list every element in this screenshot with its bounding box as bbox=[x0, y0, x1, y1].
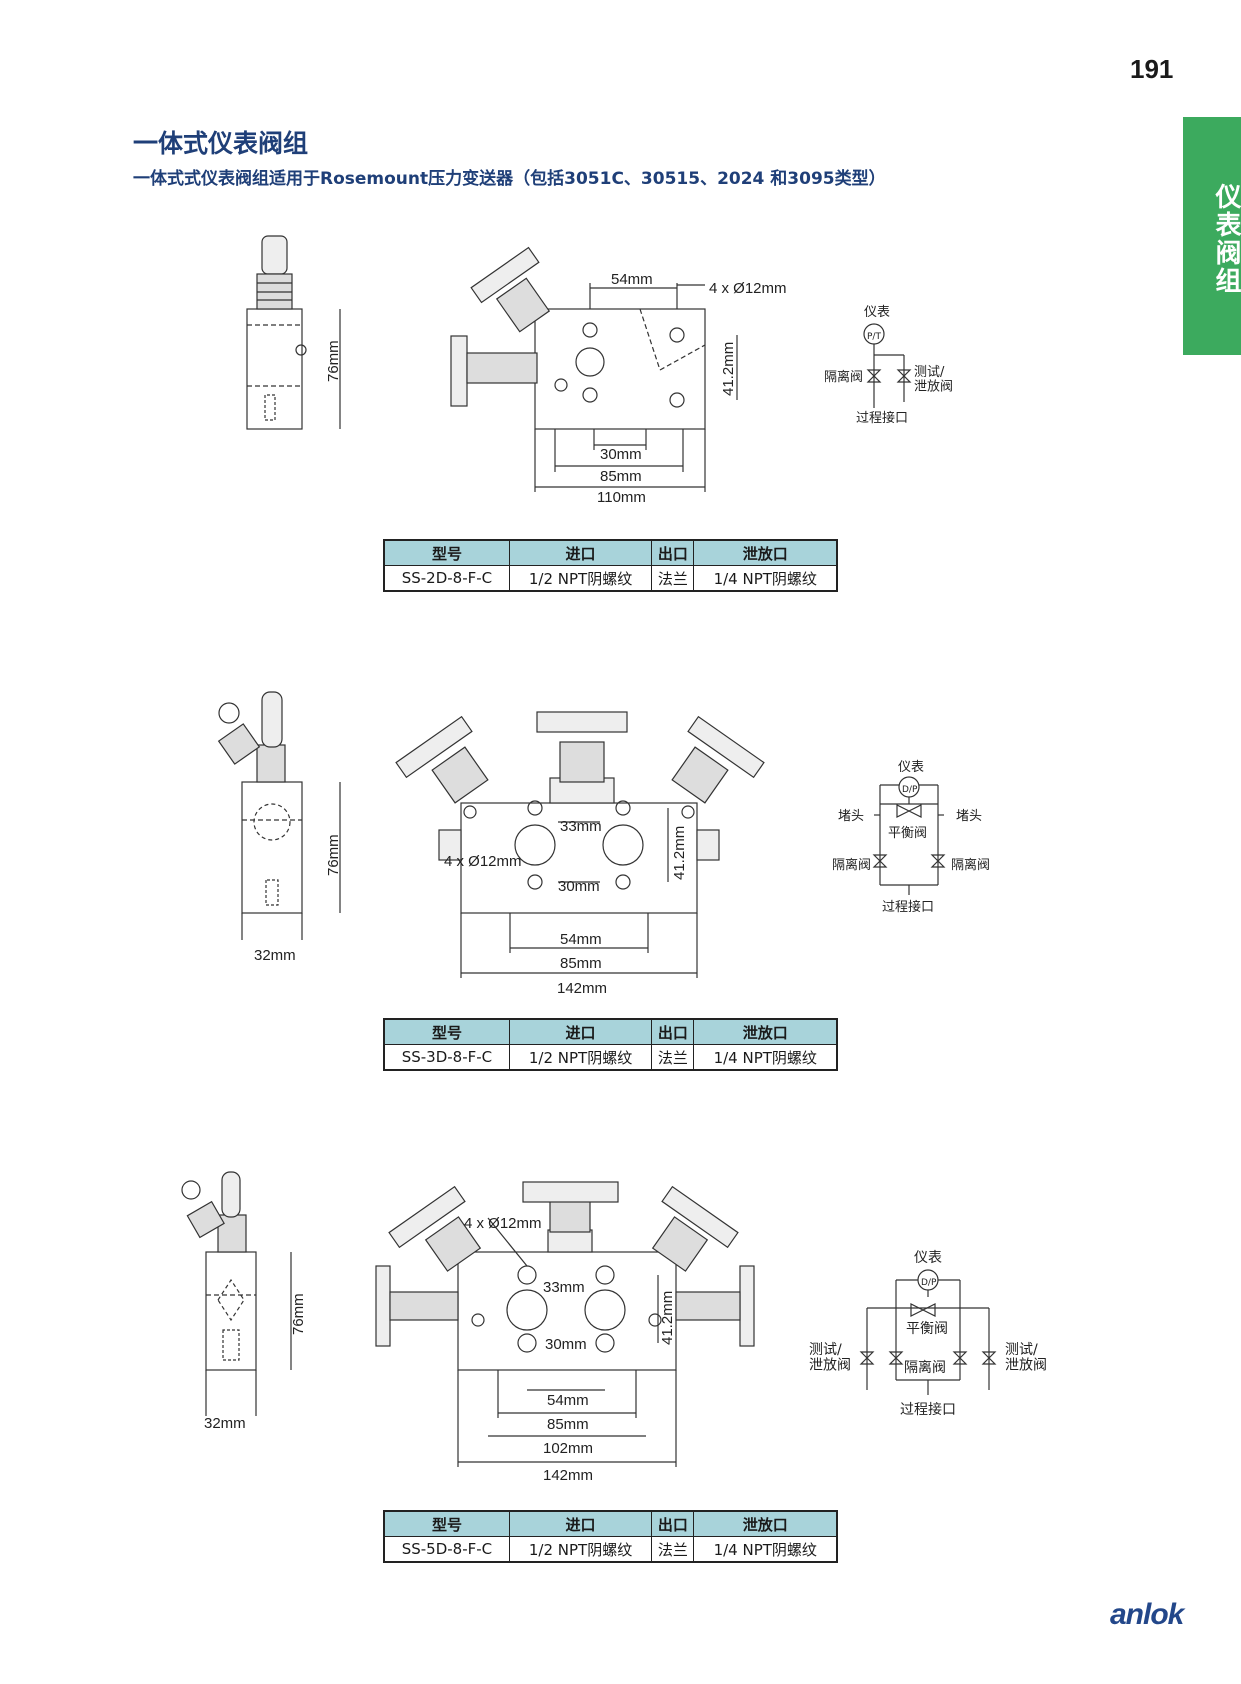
header-inlet: 进口 bbox=[508, 1510, 653, 1537]
section-tab-label: 仪表阀组 bbox=[1211, 183, 1241, 295]
header-drain: 泄放口 bbox=[693, 1018, 838, 1045]
cell-drain: 1/4 NPT阴螺纹 bbox=[693, 565, 838, 592]
dim-c: 110mm bbox=[597, 489, 646, 506]
front-view-3 bbox=[375, 1181, 755, 1467]
dim-c: 85mm bbox=[560, 955, 602, 972]
dimension-labels-3: 76mm 32mm 4 x Ø12mm 33mm 41.2mm 30mm 54m… bbox=[204, 1215, 1047, 1484]
schematic-isolation-right: 隔离阀 bbox=[951, 857, 990, 873]
dimension-labels-1: 76mm 54mm 4 x Ø12mm 41.2mm 30mm 85mm 110… bbox=[325, 271, 953, 506]
cell-outlet: 法兰 bbox=[651, 565, 695, 592]
schematic-test-vent: 测试/泄放阀 bbox=[914, 365, 953, 394]
table-header-row: 型号 进口 出口 泄放口 bbox=[383, 1018, 838, 1045]
schematic-gauge: 仪表 bbox=[914, 1250, 942, 1266]
cell-outlet: 法兰 bbox=[651, 1536, 695, 1563]
spec-table-3: 型号 进口 出口 泄放口 SS-5D-8-F-C 1/2 NPT阴螺纹 法兰 1… bbox=[383, 1510, 838, 1563]
side-view-1 bbox=[246, 235, 341, 430]
dim-holes: 4 x Ø12mm bbox=[709, 280, 787, 297]
dim-c: 85mm bbox=[547, 1416, 589, 1433]
cell-drain: 1/4 NPT阴螺纹 bbox=[693, 1536, 838, 1563]
schematic-plug-right: 堵头 bbox=[956, 809, 982, 824]
dim-height: 76mm bbox=[290, 1293, 307, 1335]
schematic-process: 过程接口 bbox=[900, 1401, 956, 1418]
schematic-test-vent-left: 测试/泄放阀 bbox=[809, 1342, 851, 1373]
dim-top: 33mm bbox=[543, 1279, 585, 1296]
schematic-1 bbox=[863, 323, 912, 408]
cell-model: SS-2D-8-F-C bbox=[383, 565, 510, 592]
dim-height: 76mm bbox=[325, 340, 342, 382]
brand-logo: anlok bbox=[1110, 1598, 1184, 1631]
page-number: 191 bbox=[1130, 54, 1174, 84]
schematic-process: 过程接口 bbox=[856, 410, 908, 426]
schematic-isolation: 隔离阀 bbox=[824, 369, 863, 385]
page-title: 一体式仪表阀组 bbox=[133, 129, 309, 158]
schematic-gauge-symbol: D/P bbox=[921, 1278, 937, 1288]
table-row: SS-2D-8-F-C 1/2 NPT阴螺纹 法兰 1/4 NPT阴螺纹 bbox=[383, 565, 838, 592]
cell-inlet: 1/2 NPT阴螺纹 bbox=[508, 1536, 653, 1563]
dim-width: 32mm bbox=[254, 947, 296, 964]
table-row: SS-3D-8-F-C 1/2 NPT阴螺纹 法兰 1/4 NPT阴螺纹 bbox=[383, 1044, 838, 1071]
schematic-process: 过程接口 bbox=[882, 899, 934, 915]
dim-a: 30mm bbox=[545, 1336, 587, 1353]
header-outlet: 出口 bbox=[651, 539, 695, 566]
dim-height: 76mm bbox=[325, 834, 342, 876]
table-header-row: 型号 进口 出口 泄放口 bbox=[383, 1510, 838, 1537]
dim-top: 33mm bbox=[560, 818, 602, 835]
schematic-isolation: 隔离阀 bbox=[904, 1359, 946, 1376]
header-model: 型号 bbox=[383, 1510, 510, 1537]
header-outlet: 出口 bbox=[651, 1510, 695, 1537]
front-view-2 bbox=[395, 711, 765, 978]
spec-table-1: 型号 进口 出口 泄放口 SS-2D-8-F-C 1/2 NPT阴螺纹 法兰 1… bbox=[383, 539, 838, 592]
dim-holes: 4 x Ø12mm bbox=[464, 1215, 542, 1232]
schematic-gauge-symbol: P/T bbox=[867, 332, 881, 342]
dim-a: 30mm bbox=[558, 878, 600, 895]
schematic-2 bbox=[872, 776, 946, 895]
side-view-3 bbox=[181, 1171, 292, 1416]
header-inlet: 进口 bbox=[508, 539, 653, 566]
header-model: 型号 bbox=[383, 539, 510, 566]
side-view-2 bbox=[217, 691, 341, 940]
front-view-1 bbox=[450, 246, 738, 492]
table-row: SS-5D-8-F-C 1/2 NPT阴螺纹 法兰 1/4 NPT阴螺纹 bbox=[383, 1536, 838, 1563]
spec-table-2: 型号 进口 出口 泄放口 SS-3D-8-F-C 1/2 NPT阴螺纹 法兰 1… bbox=[383, 1018, 838, 1071]
dim-width: 32mm bbox=[204, 1415, 246, 1432]
header-inlet: 进口 bbox=[508, 1018, 653, 1045]
schematic-3 bbox=[859, 1269, 997, 1395]
dim-side: 41.2mm bbox=[659, 1291, 676, 1345]
dim-b: 54mm bbox=[547, 1392, 589, 1409]
schematic-gauge-symbol: D/P bbox=[902, 785, 918, 795]
cell-inlet: 1/2 NPT阴螺纹 bbox=[508, 565, 653, 592]
header-model: 型号 bbox=[383, 1018, 510, 1045]
dim-e: 142mm bbox=[543, 1467, 593, 1484]
table-header-row: 型号 进口 出口 泄放口 bbox=[383, 539, 838, 566]
dim-side: 41.2mm bbox=[671, 826, 688, 880]
cell-model: SS-3D-8-F-C bbox=[383, 1044, 510, 1071]
dimension-labels-2: 76mm 32mm 33mm 4 x Ø12mm 41.2mm 30mm 54m… bbox=[254, 760, 990, 997]
header-outlet: 出口 bbox=[651, 1018, 695, 1045]
schematic-test-vent-right: 测试/泄放阀 bbox=[1005, 1342, 1047, 1373]
cell-model: SS-5D-8-F-C bbox=[383, 1536, 510, 1563]
schematic-plug-left: 堵头 bbox=[838, 809, 864, 824]
header-drain: 泄放口 bbox=[693, 1510, 838, 1537]
dim-b: 54mm bbox=[560, 931, 602, 948]
cell-drain: 1/4 NPT阴螺纹 bbox=[693, 1044, 838, 1071]
cell-inlet: 1/2 NPT阴螺纹 bbox=[508, 1044, 653, 1071]
schematic-equalizer: 平衡阀 bbox=[888, 826, 927, 841]
schematic-gauge: 仪表 bbox=[864, 305, 890, 320]
header-drain: 泄放口 bbox=[693, 539, 838, 566]
dim-holes: 4 x Ø12mm bbox=[444, 853, 522, 870]
schematic-isolation-left: 隔离阀 bbox=[832, 857, 871, 873]
schematic-gauge: 仪表 bbox=[898, 760, 924, 775]
dim-d: 102mm bbox=[543, 1440, 593, 1457]
dim-d: 142mm bbox=[557, 980, 607, 997]
dim-b: 85mm bbox=[600, 468, 642, 485]
dim-a: 30mm bbox=[600, 446, 642, 463]
dim-side: 41.2mm bbox=[720, 342, 737, 396]
cell-outlet: 法兰 bbox=[651, 1044, 695, 1071]
section-tab: 仪表阀组 bbox=[1183, 117, 1241, 355]
dim-top: 54mm bbox=[611, 271, 653, 288]
schematic-equalizer: 平衡阀 bbox=[906, 1321, 948, 1337]
page-subtitle: 一体式式仪表阀组适用于Rosemount压力变送器（包括3051C、30515、… bbox=[133, 169, 886, 189]
